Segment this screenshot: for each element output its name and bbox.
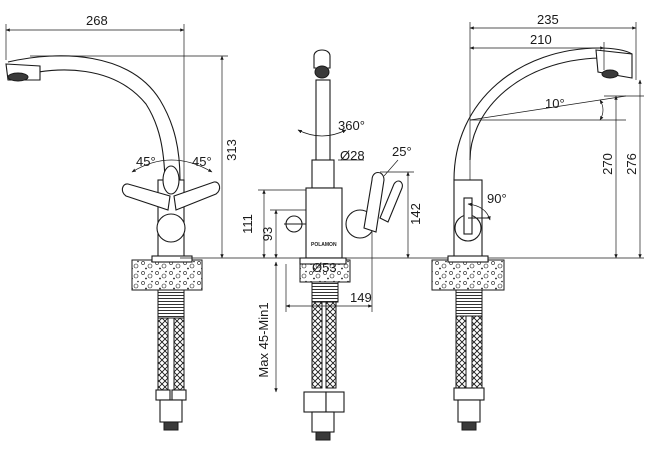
diameter-28: Ø28: [340, 148, 365, 163]
dim-268: 268: [86, 13, 108, 28]
angle-45-right: 45°: [192, 154, 212, 169]
angle-25: 25°: [392, 144, 412, 159]
dim-93: 93: [260, 227, 275, 241]
diameter-53: Ø53: [312, 260, 337, 275]
countertop-right: [431, 259, 505, 291]
left-view: [5, 24, 228, 431]
center-body: [305, 187, 343, 259]
right-view: [431, 22, 644, 431]
dim-111: 111: [240, 214, 255, 234]
center-view: [180, 49, 644, 441]
dim-270: 270: [600, 153, 615, 175]
lever-left: [121, 183, 171, 211]
angle-10: 10°: [545, 96, 565, 111]
dim-142: 142: [408, 203, 423, 225]
angle-90: 90°: [487, 191, 507, 206]
rotation-360: 360°: [338, 118, 365, 133]
center-handle: [363, 171, 385, 233]
dim-313: 313: [224, 139, 239, 161]
dim-210: 210: [530, 32, 552, 47]
thickness-range: Max 45-Min1: [256, 302, 271, 377]
countertop-left: [131, 259, 203, 291]
lever-right: [173, 181, 221, 211]
dim-235: 235: [537, 12, 559, 27]
spout-top: [313, 49, 331, 69]
dim-276: 276: [624, 153, 639, 175]
angle-45-left: 45°: [136, 154, 156, 169]
dim-149: 149: [350, 290, 372, 305]
brand-logo: POLAMON: [311, 242, 337, 248]
